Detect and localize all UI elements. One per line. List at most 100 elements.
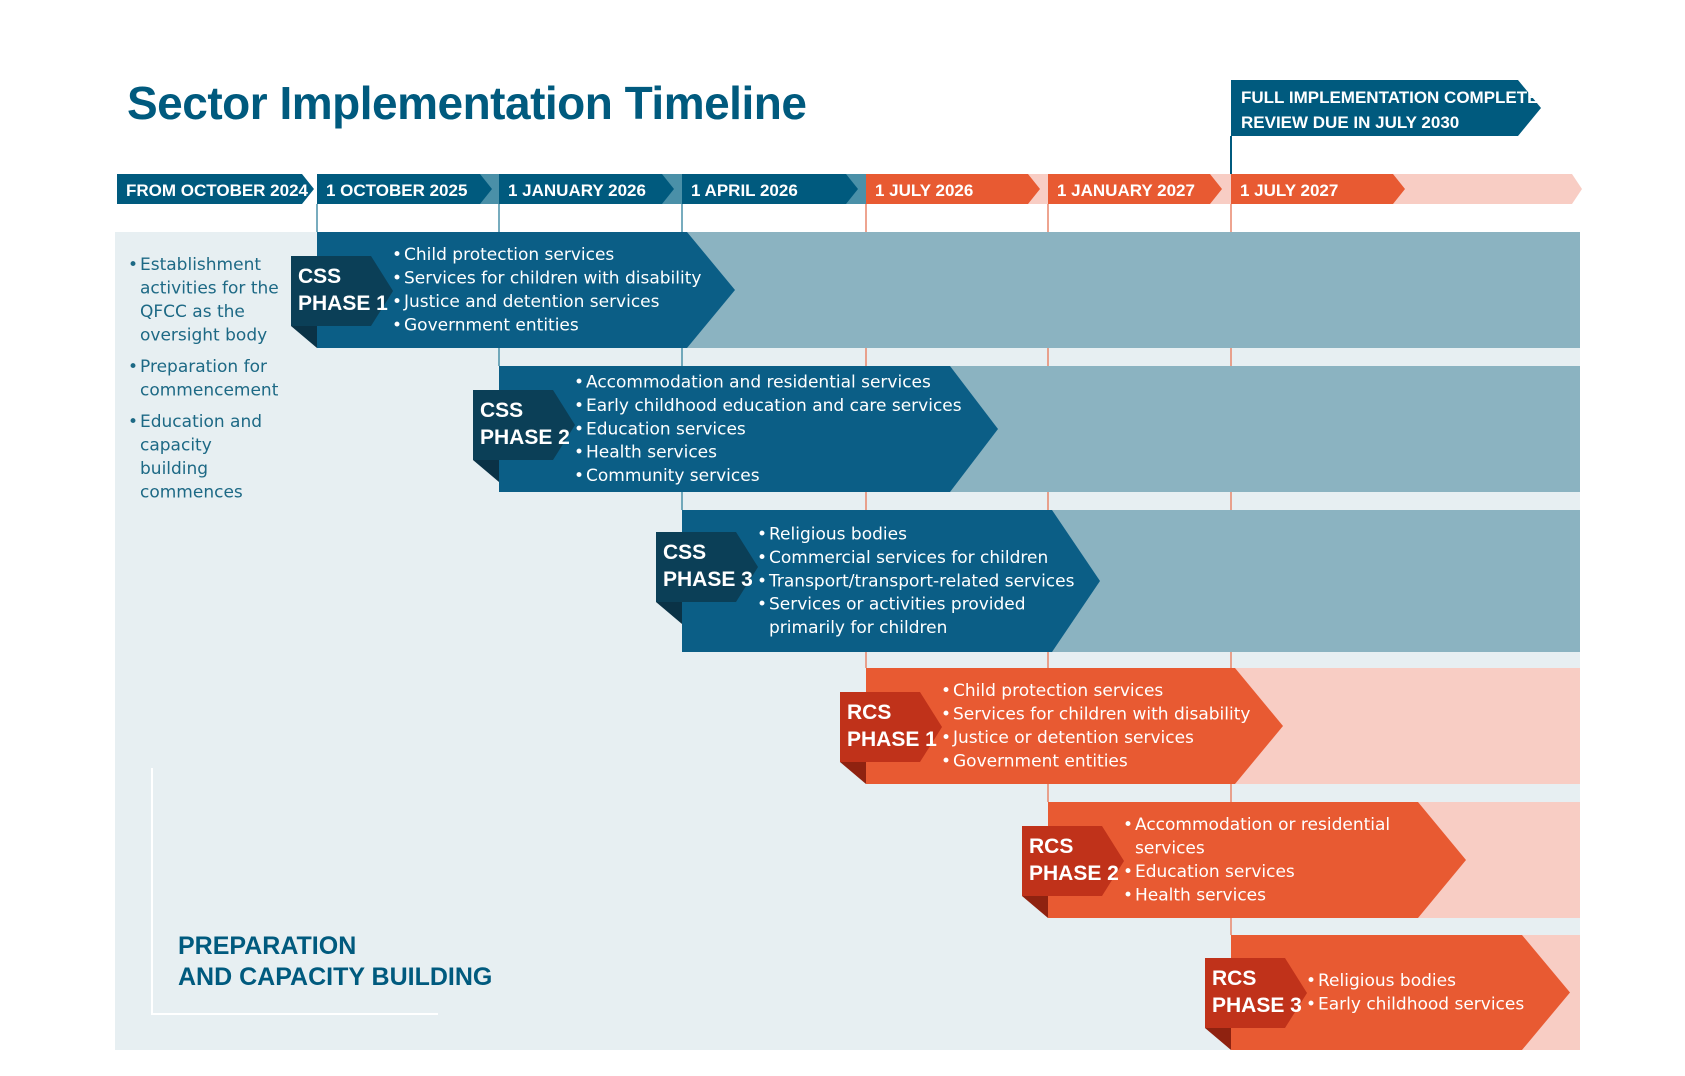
timeline-milestone: 1 JANUARY 2026 — [499, 174, 674, 204]
badge-fold — [473, 460, 499, 482]
preparation-item: Education and — [140, 412, 262, 432]
phase-badge — [1205, 958, 1307, 1028]
phase-item: Accommodation or residential — [1135, 815, 1390, 835]
phase-item: Services or activities provided — [769, 595, 1026, 615]
phase-item: Transport/transport-related services — [768, 571, 1075, 591]
timeline-arrow — [1048, 174, 1222, 204]
phase-arrow — [317, 232, 735, 348]
phase-badge-phase: PHASE 3 — [1212, 994, 1302, 1017]
phase-badge-phase: PHASE 3 — [663, 568, 753, 591]
timeline-arrow — [682, 174, 858, 204]
phase-badge-scheme: CSS — [298, 265, 341, 288]
phase-item: Religious bodies — [1318, 971, 1456, 991]
bullet-icon: • — [128, 255, 138, 275]
page-title: Sector Implementation Timeline — [127, 77, 807, 129]
bullet-icon: • — [574, 419, 584, 439]
preparation-item: Preparation for — [140, 357, 267, 377]
badge-fold — [840, 762, 866, 784]
timeline-label: 1 APRIL 2026 — [691, 181, 798, 200]
timeline-arrow — [499, 174, 674, 204]
phase-badge-phase: PHASE 1 — [298, 292, 388, 315]
badge-fold — [1022, 896, 1048, 918]
bullet-icon: • — [941, 751, 951, 771]
preparation-item: commences — [140, 483, 243, 503]
phase-badge-scheme: CSS — [663, 541, 706, 564]
phase-badge-scheme: CSS — [480, 399, 523, 422]
phase-badge — [840, 692, 942, 762]
timeline-arrow — [317, 174, 492, 204]
badge-fold — [291, 326, 317, 348]
final-milestone-line2: REVIEW DUE IN JULY 2030 — [1241, 113, 1459, 132]
timeline-arrow — [117, 174, 314, 204]
phase-badge-phase: PHASE 2 — [480, 426, 570, 449]
bullet-icon: • — [574, 396, 584, 416]
phase-arrow — [1231, 935, 1570, 1050]
phase-badge-phase: PHASE 2 — [1029, 862, 1119, 885]
bullet-icon: • — [574, 443, 584, 463]
phase-item: Education services — [1135, 862, 1295, 882]
bullet-icon: • — [941, 705, 951, 725]
bullet-icon: • — [128, 412, 138, 432]
bullet-icon: • — [757, 595, 767, 615]
preparation-item: capacity — [140, 436, 212, 456]
timeline-label: FROM OCTOBER 2024 — [126, 181, 309, 200]
phase-item: primarily for children — [769, 618, 947, 638]
phase-item: Government entities — [404, 315, 579, 335]
bullet-icon: • — [392, 269, 402, 289]
timeline-milestone: 1 OCTOBER 2025 — [317, 174, 492, 204]
preparation-item: commencement — [140, 381, 279, 401]
phase-item: Child protection services — [953, 681, 1163, 701]
timeline-axis-band — [866, 174, 1582, 204]
phase-badge-scheme: RCS — [1212, 967, 1256, 990]
preparation-label: AND CAPACITY BUILDING — [178, 963, 492, 991]
preparation-item: activities for the — [140, 279, 279, 299]
phase-item: Government entities — [953, 751, 1128, 771]
timeline-label: 1 JANUARY 2026 — [508, 181, 646, 200]
phase-badge-phase: PHASE 1 — [847, 728, 937, 751]
bullet-icon: • — [757, 525, 767, 545]
phase-item: Accommodation and residential services — [586, 373, 931, 393]
bullet-icon: • — [128, 357, 138, 377]
timeline-axis: FROM OCTOBER 2024 1 OCTOBER 2025 1 JANUARY… — [117, 174, 1582, 204]
timeline-label: 1 OCTOBER 2025 — [326, 181, 467, 200]
phase-item: Religious bodies — [769, 525, 907, 545]
phase-badge-scheme: RCS — [847, 701, 891, 724]
phase-item: Early childhood education and care servi… — [586, 396, 962, 416]
phase-badge-scheme: RCS — [1029, 835, 1073, 858]
preparation-item: building — [140, 459, 208, 479]
bullet-icon: • — [392, 292, 402, 312]
phase-arrow — [1048, 802, 1466, 918]
phase-item: Education services — [586, 419, 746, 439]
phase-item: Health services — [1135, 885, 1266, 905]
corner-bracket — [151, 768, 438, 1015]
bullet-icon: • — [574, 466, 584, 486]
final-milestone-line1: FULL IMPLEMENTATION COMPLETE — [1241, 88, 1538, 107]
final-milestone-box: FULL IMPLEMENTATION COMPLETE REVIEW DUE I… — [1231, 80, 1541, 136]
bullet-icon: • — [941, 728, 951, 748]
timeline-label: 1 JANUARY 2027 — [1057, 181, 1195, 200]
preparation-item: Establishment — [140, 255, 261, 275]
phase-item: services — [1135, 839, 1205, 859]
phase-item: Justice or detention services — [952, 728, 1194, 748]
bullet-icon: • — [1306, 971, 1316, 991]
bullet-icon: • — [757, 548, 767, 568]
timeline-label: 1 JULY 2027 — [1240, 181, 1338, 200]
phase-item: Commercial services for children — [769, 548, 1048, 568]
phase-item: Health services — [586, 443, 717, 463]
bullet-icon: • — [574, 373, 584, 393]
phase-item: Services for children with disability — [404, 269, 701, 289]
phase-arrow — [682, 510, 1100, 652]
bullet-icon: • — [392, 315, 402, 335]
bullet-icon: • — [941, 681, 951, 701]
final-milestone-shape — [1231, 80, 1541, 136]
phase-item: Community services — [586, 466, 760, 486]
badge-fold — [656, 602, 682, 624]
preparation-item: oversight body — [140, 326, 267, 346]
phase-badge — [656, 532, 758, 602]
bullet-icon: • — [392, 245, 402, 265]
